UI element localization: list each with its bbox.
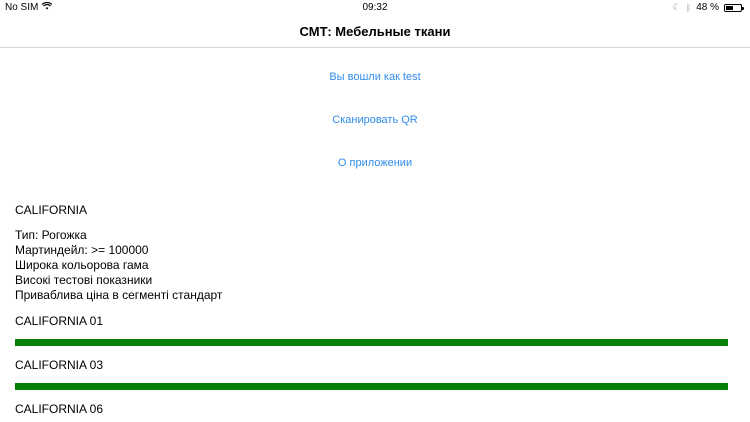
logged-in-link[interactable]: Вы вошли как test bbox=[329, 71, 421, 83]
status-right: ☾ ᛒ 48 % bbox=[672, 2, 744, 13]
detail-type: Тип: Рогожка bbox=[15, 228, 87, 242]
bluetooth-icon: ᛒ bbox=[685, 2, 692, 13]
status-time: 09:32 bbox=[362, 2, 388, 13]
detail-tests: Високі тестові показники bbox=[15, 273, 153, 287]
detail-colors: Широка кольорова гама bbox=[15, 258, 149, 272]
detail-martindale: Мартиндейл: >= 100000 bbox=[15, 243, 149, 257]
battery-icon bbox=[724, 3, 744, 12]
fabric-name: CALIFORNIA bbox=[15, 203, 88, 217]
status-left: No SIM bbox=[5, 1, 53, 13]
color-item-label[interactable]: CALIFORNIA 06 bbox=[15, 402, 104, 416]
about-link[interactable]: О приложении bbox=[337, 157, 413, 169]
status-bar: No SIM 09:32 ☾ ᛒ 48 % bbox=[0, 0, 750, 16]
color-swatch-bar[interactable] bbox=[15, 383, 728, 390]
fabric-details: Тип: Рогожка Мартиндейл: >= 100000 Широк… bbox=[15, 228, 222, 303]
carrier-label: No SIM bbox=[5, 2, 39, 13]
battery-percent: 48 % bbox=[696, 2, 719, 13]
wifi-icon bbox=[42, 1, 53, 13]
color-swatch-bar[interactable] bbox=[15, 339, 728, 346]
scan-qr-button[interactable]: Сканировать QR bbox=[332, 114, 418, 126]
detail-price: Приваблива ціна в сегменті стандарт bbox=[15, 288, 223, 302]
color-item-label[interactable]: CALIFORNIA 03 bbox=[15, 358, 104, 372]
color-item-label[interactable]: CALIFORNIA 01 bbox=[15, 314, 104, 328]
page-title: СМТ: Мебельные ткани bbox=[299, 24, 451, 39]
navigation-bar: СМТ: Мебельные ткани bbox=[0, 16, 750, 48]
moon-icon: ☾ bbox=[672, 2, 681, 12]
